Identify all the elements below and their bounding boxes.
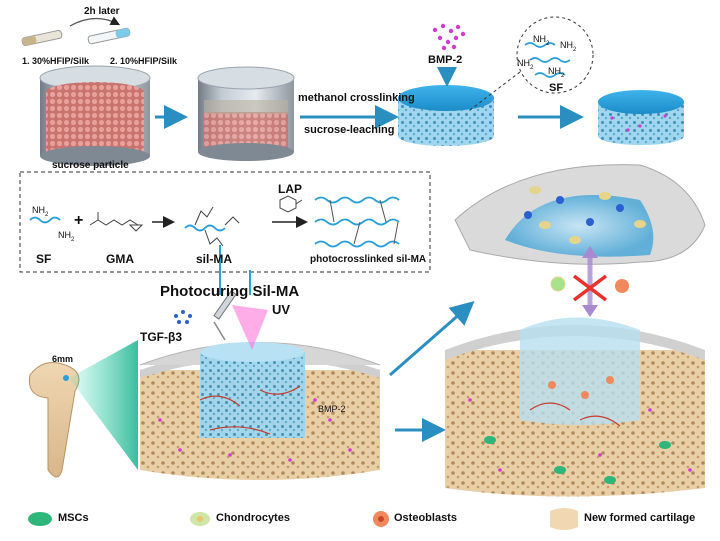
uv-label: UV [272,302,290,317]
chem-silma-label: sil-MA [196,252,232,266]
scaffold-disk-final [598,90,684,145]
beaker-sucrose [40,66,150,166]
scale-label: 6mm [52,354,73,364]
sf-circle-label: SF [549,82,563,94]
time-label: 2h later [84,6,120,17]
photocrosslinked-network [315,198,399,247]
sucrose-label: sucrose particle [52,160,129,171]
nh2-label-1: NH2 [533,34,549,47]
lap-structure [280,196,302,212]
chem-sf-label: SF [36,252,51,266]
zoom-beam [69,340,138,470]
leaching-label: sucrose-leaching [304,124,394,136]
legend-cartilage-swatch-icon [550,508,578,530]
nh2-label-3: NH2 [517,58,533,71]
chem-gma-label: GMA [106,252,134,266]
nh2-label-4: NH2 [548,66,564,79]
legend-chondrocyte-label: Chondrocytes [216,512,290,524]
chem-plus: + [74,212,83,230]
legend-osteoblast-label: Osteoblasts [394,512,457,524]
legend-msc-label: MSCs [58,512,89,524]
legend-cartilage-label: New formed cartilage [584,512,695,524]
legend-chondrocyte-icon [190,512,210,526]
legend-msc-icon [28,512,52,526]
sf-chain-icon [30,218,60,223]
nh2-label-2: NH2 [560,40,576,53]
bmp2-top-label: BMP-2 [428,54,462,66]
silma-structure [185,207,239,246]
photocuring-label: Photocuring Sil-MA [160,283,299,300]
chem-photo-label: photocrosslinked sil-MA [310,254,426,265]
sf-nh2-top: NH2 [32,205,48,218]
tube-2 [88,28,131,45]
beaker-infused [198,67,294,161]
sf-nh2-bottom: NH2 [58,230,74,243]
step2-label: 2. 10%HFIP/Silk [110,56,177,66]
gma-structure [90,212,142,231]
time-arrow [70,18,118,26]
tgf-label: TGF-β3 [140,330,182,344]
cartilage-dome [455,165,705,265]
tube-1 [22,30,63,46]
legend-osteoblast-icon [373,511,389,527]
bmp2-inner-label: BMP-2 [318,404,346,414]
chem-lap-label: LAP [278,182,302,196]
step1-label: 1. 30%HFIP/Silk [22,56,89,66]
tgf-dots [174,310,192,324]
regenerated-block [445,318,705,497]
methanol-label: methanol crosslinking [298,92,415,104]
bmp2-dots [433,24,465,50]
